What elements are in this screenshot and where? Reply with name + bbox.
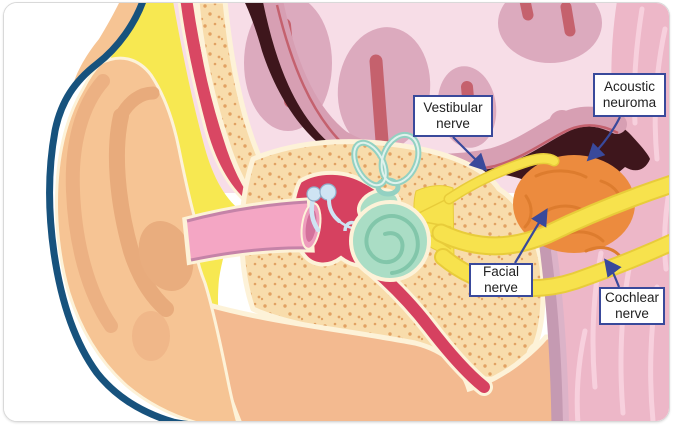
vestibular-nerve-arrow <box>452 136 488 172</box>
label-cochlear-nerve: Cochlear nerve <box>599 287 665 325</box>
outer-ear <box>46 3 239 421</box>
semicircular-canals <box>351 131 422 197</box>
concha-shadow <box>138 221 194 291</box>
label-arrows <box>452 116 622 288</box>
cochlear-nerve-arrow <box>604 258 622 288</box>
vestibular-nerve <box>445 154 558 203</box>
head-outline <box>46 3 188 421</box>
acoustic-neuroma-arrow <box>586 116 621 162</box>
ear-anatomy-illustration <box>4 3 669 421</box>
dura-band <box>245 3 650 190</box>
facial-nerve <box>433 177 669 254</box>
fascia-stripes <box>539 240 569 421</box>
malleus-handle <box>309 196 321 233</box>
illustration-card: Vestibular nerve Acoustic neuroma Facial… <box>3 2 670 422</box>
label-vestibular-nerve: Vestibular nerve <box>413 95 493 137</box>
label-acoustic-neuroma: Acoustic neuroma <box>593 73 666 117</box>
label-facial-nerve: Facial nerve <box>469 263 533 297</box>
malleus-head <box>306 186 322 202</box>
cochlea-spiral <box>364 214 420 275</box>
inner-ear <box>349 131 431 282</box>
lobe-shadow <box>132 311 170 361</box>
facial-nerve-arrow <box>514 208 548 264</box>
incus <box>319 183 337 201</box>
pinna-folds <box>65 74 174 333</box>
